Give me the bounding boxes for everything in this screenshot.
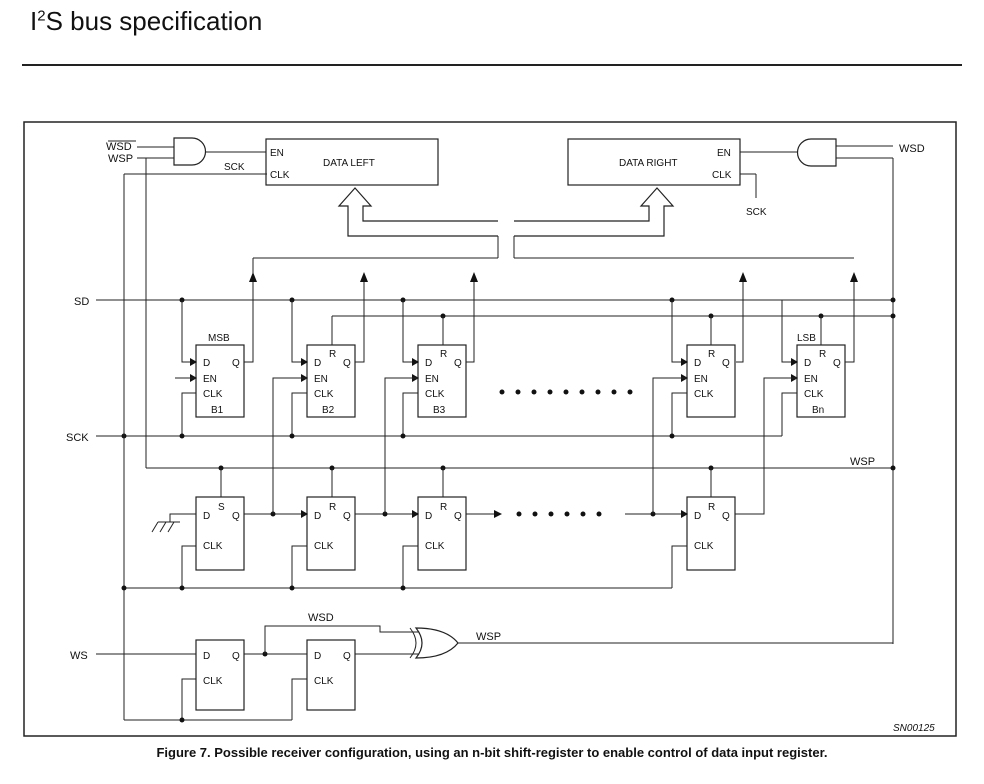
svg-text:CLK: CLK (203, 541, 223, 552)
msb-label: MSB (208, 333, 230, 344)
svg-text:R: R (819, 349, 826, 360)
data-right-en-pin: EN (717, 148, 731, 159)
svg-text:CLK: CLK (804, 389, 824, 400)
svg-text:EN: EN (203, 374, 217, 385)
svg-text:CLK: CLK (314, 676, 334, 687)
ws-ff-1: D Q CLK (195, 639, 245, 711)
ctrl-ff-2: D R Q CLK (306, 496, 356, 571)
and-gate-right (796, 138, 837, 167)
data-ff-b2: D R Q EN CLK B2 (306, 344, 356, 418)
sck-label-left: SCK (224, 162, 245, 173)
cell-b2: B2 (322, 405, 335, 416)
data-left-en-pin: EN (270, 148, 284, 159)
svg-text:D: D (425, 358, 432, 369)
data-ff-b1: D Q EN CLK B1 (195, 344, 245, 418)
wsd-label-right: WSD (899, 143, 925, 155)
ellipsis-ctrl-row (516, 511, 602, 517)
sd-label: SD (74, 296, 89, 308)
ctrl-ff-1: D S Q CLK (195, 496, 245, 571)
sck-label-right: SCK (746, 207, 767, 218)
svg-text:CLK: CLK (314, 389, 334, 400)
svg-text:CLK: CLK (203, 389, 223, 400)
ground-icon (151, 513, 196, 533)
svg-text:Q: Q (454, 511, 462, 522)
svg-text:Q: Q (232, 651, 240, 662)
svg-text:Q: Q (722, 358, 730, 369)
lsb-label: LSB (797, 333, 816, 344)
svg-text:EN: EN (804, 374, 818, 385)
wsd-bar-label: WSD (106, 141, 132, 153)
svg-text:R: R (708, 349, 715, 360)
svg-text:D: D (314, 511, 321, 522)
data-right-label: DATA RIGHT (619, 158, 678, 169)
svg-text:EN: EN (694, 374, 708, 385)
data-right-clk-pin: CLK (712, 170, 732, 181)
cell-b1: B1 (211, 405, 224, 416)
figure-caption: Figure 7. Possible receiver configuratio… (156, 745, 828, 760)
svg-text:Q: Q (232, 358, 240, 369)
wsp-label-mid: WSP (850, 456, 875, 468)
svg-text:Q: Q (343, 651, 351, 662)
svg-text:CLK: CLK (694, 389, 714, 400)
svg-text:D: D (804, 358, 811, 369)
svg-text:CLK: CLK (694, 541, 714, 552)
and-gate-left (173, 137, 207, 166)
svg-text:D: D (694, 358, 701, 369)
svg-text:CLK: CLK (314, 541, 334, 552)
xor-gate (414, 627, 459, 659)
svg-text:D: D (203, 358, 210, 369)
cell-bn: Bn (812, 405, 824, 416)
data-left-label: DATA LEFT (323, 158, 375, 169)
data-bus-arrow-left (337, 187, 498, 237)
svg-text:R: R (440, 349, 447, 360)
svg-text:S: S (218, 502, 225, 513)
data-left-clk-pin: CLK (270, 170, 290, 181)
svg-text:EN: EN (314, 374, 328, 385)
svg-text:D: D (203, 511, 210, 522)
svg-text:CLK: CLK (203, 676, 223, 687)
reference-code: SN00125 (893, 723, 935, 734)
svg-text:D: D (425, 511, 432, 522)
diagram-frame (23, 121, 957, 737)
svg-text:Q: Q (722, 511, 730, 522)
data-right-register (567, 138, 741, 186)
ws-label: WS (70, 650, 88, 662)
ctrl-ff-3: D R Q CLK (417, 496, 467, 571)
svg-text:R: R (708, 502, 715, 513)
ws-ff-2: D Q CLK (306, 639, 356, 711)
svg-text:R: R (440, 502, 447, 513)
svg-text:Q: Q (232, 511, 240, 522)
data-ff-bn: D R Q EN CLK Bn (796, 344, 846, 418)
svg-text:Q: Q (343, 358, 351, 369)
data-left-register (265, 138, 439, 186)
page-title: I2S bus specification (30, 6, 263, 36)
svg-text:R: R (329, 349, 336, 360)
svg-text:R: R (329, 502, 336, 513)
wsd-label-xor: WSD (308, 612, 334, 624)
data-bus-arrow-right (514, 187, 675, 237)
title-divider (22, 64, 962, 66)
data-ff-bn-1: D R Q EN CLK (686, 344, 736, 418)
svg-text:Q: Q (454, 358, 462, 369)
svg-text:EN: EN (425, 374, 439, 385)
svg-text:D: D (694, 511, 701, 522)
svg-text:D: D (203, 651, 210, 662)
svg-text:D: D (314, 651, 321, 662)
svg-text:D: D (314, 358, 321, 369)
svg-text:Q: Q (343, 511, 351, 522)
wsp-label-top: WSP (108, 153, 133, 165)
cell-b3: B3 (433, 405, 446, 416)
data-ff-b3: D R Q EN CLK B3 (417, 344, 467, 418)
svg-text:CLK: CLK (425, 389, 445, 400)
svg-text:CLK: CLK (425, 541, 445, 552)
svg-text:Q: Q (833, 358, 841, 369)
ellipsis-data-row (499, 389, 633, 395)
ctrl-ff-n: D R Q CLK (686, 496, 736, 571)
wsp-label-xor: WSP (476, 631, 501, 643)
sck-label-main: SCK (66, 432, 89, 444)
